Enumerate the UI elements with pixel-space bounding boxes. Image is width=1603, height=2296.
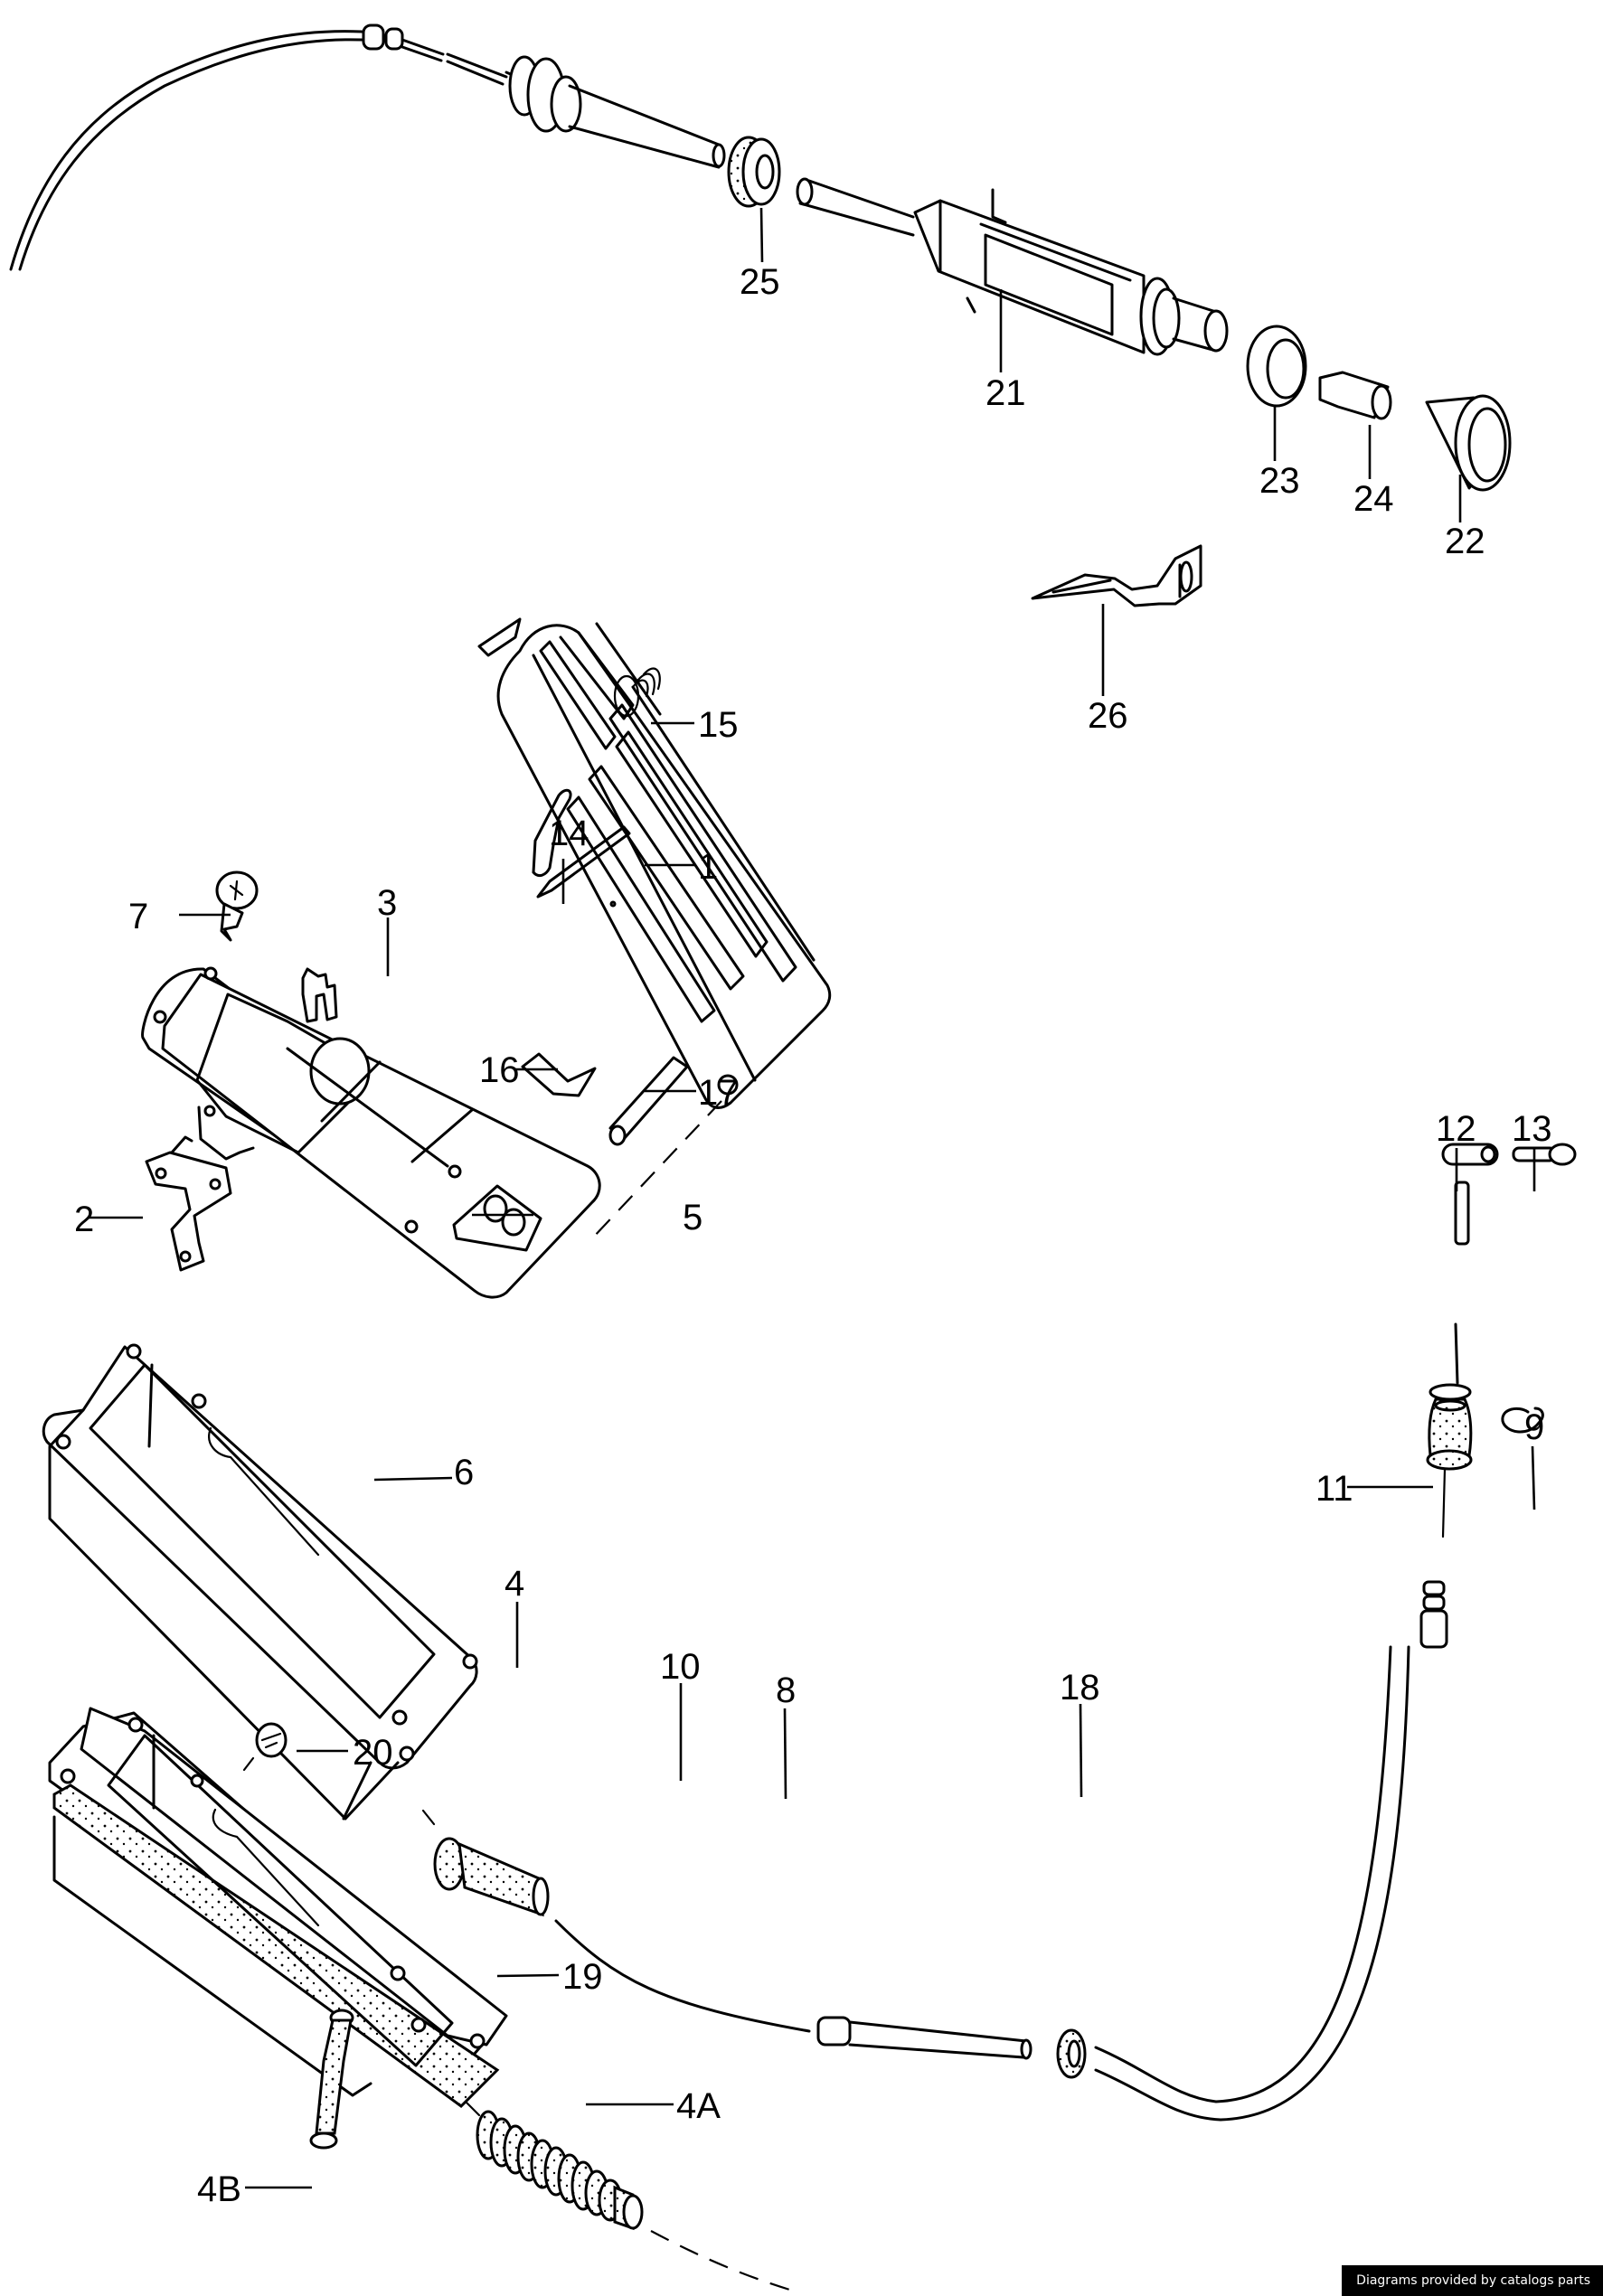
pin-24	[1318, 371, 1392, 420]
callout-21: 21	[985, 373, 1026, 413]
cable-sheath	[9, 30, 363, 271]
callout-6: 6	[454, 1453, 474, 1492]
callout-4A: 4A	[676, 2086, 721, 2126]
hand-throttle-cable-assembly	[9, 24, 1512, 492]
callout-4: 4	[504, 1564, 524, 1604]
callout-9: 9	[1524, 1407, 1544, 1447]
spring-clip-14	[532, 788, 572, 878]
callout-14: 14	[549, 814, 589, 853]
callout-15: 15	[698, 705, 739, 745]
grommet-18	[1056, 2028, 1087, 2079]
plug-20	[242, 1722, 288, 1772]
callout-18: 18	[1060, 1668, 1100, 1708]
nut-23	[1246, 325, 1307, 408]
callout-24: 24	[1353, 479, 1394, 519]
retaining-clip-9	[1501, 1407, 1544, 1434]
callout-4B: 4B	[197, 2169, 241, 2209]
sleeve-4B	[309, 2009, 354, 2150]
screw-7	[215, 870, 259, 942]
bellows-boot-4A	[464, 2100, 644, 2231]
leader-lines	[89, 207, 1536, 2189]
callout-16: 16	[479, 1050, 520, 1090]
callout-22: 22	[1445, 522, 1485, 561]
callout-23: 23	[1259, 461, 1300, 501]
outer-cable	[1094, 1645, 1392, 2103]
pedal-housing-6	[42, 1343, 478, 1821]
cable-bushing	[508, 55, 726, 169]
callout-8: 8	[776, 1670, 796, 1710]
knob-22	[1425, 394, 1512, 492]
callout-12: 12	[1436, 1109, 1476, 1149]
hand-throttle-housing-21	[913, 188, 1229, 356]
pedal-tab	[536, 825, 631, 899]
callout-25: 25	[740, 262, 780, 302]
lever-bracket-2	[145, 1135, 232, 1272]
cable-continuation-line	[650, 2230, 797, 2293]
diagram-credit: Diagrams provided by catalogs parts	[1342, 2265, 1603, 2296]
accelerator-cable-10	[554, 1919, 811, 2033]
callout-11: 11	[1315, 1469, 1353, 1509]
callout-17: 17	[698, 1073, 739, 1113]
accelerator-pedal-1	[477, 617, 832, 1109]
callout-26: 26	[1088, 696, 1128, 736]
spring-15	[613, 667, 661, 718]
cable-wire-end	[1454, 1181, 1470, 1385]
grommet-25	[727, 136, 781, 208]
pedal-base-plate-5	[141, 966, 601, 1299]
retainer-plate-16	[521, 1052, 597, 1097]
grommet-11	[1426, 1383, 1473, 1539]
callout-1: 1	[698, 847, 718, 887]
callout-7: 7	[128, 897, 148, 936]
pedal-housing-with-gasket	[48, 1707, 508, 2108]
callout-19: 19	[562, 1957, 603, 1997]
callout-10: 10	[660, 1647, 701, 1687]
callout-20: 20	[353, 1733, 393, 1773]
cable-guide-tube-8	[816, 2016, 1033, 2060]
mounting-bracket-26	[1031, 544, 1202, 607]
callout-13: 13	[1512, 1109, 1552, 1149]
callout-5: 5	[683, 1198, 702, 1237]
callout-3: 3	[377, 883, 397, 923]
pivot-pin-17	[608, 1056, 689, 1146]
cable-end-ferrule	[1419, 1580, 1448, 1649]
boot-4	[421, 1809, 550, 1917]
cable-sheath-inner	[18, 38, 363, 271]
throttle-shaft	[798, 179, 915, 237]
callout-labels: 25 21 23 24 22 26 15 14 1 7 3 16 17 2 5 …	[74, 262, 1552, 2209]
callout-2: 2	[74, 1200, 94, 1239]
clip-3	[301, 967, 338, 1023]
